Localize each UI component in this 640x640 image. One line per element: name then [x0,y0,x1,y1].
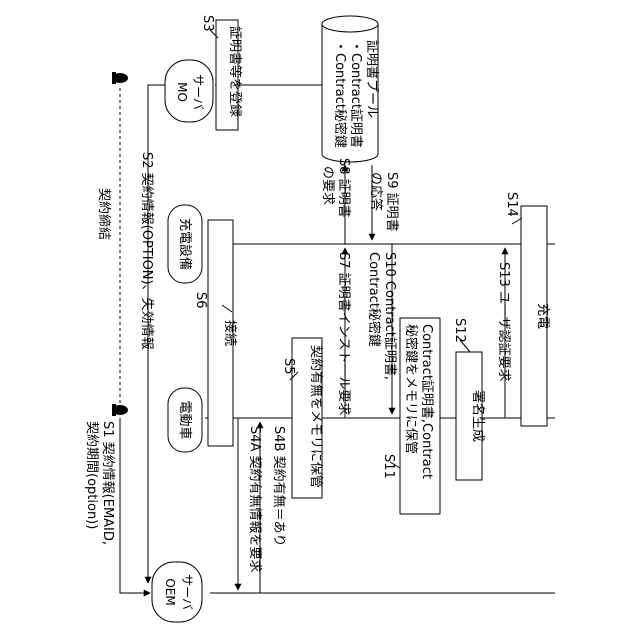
s12-text: 署名生成 [470,390,486,442]
s11-text-2: 秘密鍵をメモリに保管 [403,324,419,454]
s4b-label: S4B 契約有無＝あり [271,426,286,547]
s12-id: S12 [452,318,467,343]
cert-pool-title: 証明書プール [364,40,379,118]
user-icon-top [112,72,128,84]
s6-text: 接続 [222,320,238,346]
s4a-label: S4A 契約有無情報を要求 [247,426,262,573]
mo-server-label-2: サーバ [191,74,205,110]
oem-server-label-2: サーバ [180,574,194,610]
vehicle-label: 電動車 [177,400,192,439]
oem-server-label-1: OEM [163,578,177,605]
s8-label-2: の要求 [320,166,335,205]
s1-label-2: 契約期間(option)) [84,421,99,529]
s7-label: S7 証明書インストール要求 [336,252,351,415]
s1-arrow [120,418,150,593]
cert-pool-item-1: ・Contract証明書 [348,40,363,148]
s5-text: 契約有無をメモリに保管 [308,345,323,488]
s14-text: 充電 [535,303,551,329]
user-icon-bottom [112,404,128,416]
s9-label-1: S9 証明書 [384,172,399,232]
s10-label-1: S10 Contract証明書, [382,252,397,380]
charger-label: 充電設備 [177,218,193,270]
s11-id: S11 [381,454,396,479]
s6-id: S6 [193,292,208,309]
s3-id: S3 [200,15,215,32]
mo-server-label-1: MO [175,82,189,102]
s13-label: S13 ユーザ認証要求 [496,262,512,382]
s14-id: S14 [504,192,519,217]
s2-label: S2 契約情報(OPTION)、失効情報 [139,152,154,350]
s8-label-1: S8 証明書 [336,158,351,218]
s1-label-1: S1 契約情報(EMAID, [100,421,115,545]
s11-text-1: Contract証明書,Contract [419,324,434,479]
cert-pool-item-2: ・Contract秘密鍵 [332,40,348,148]
s9-label-2: の応答 [368,172,384,211]
contract-conclusion-label: 契約締結 [96,188,112,240]
s10-label-2: Contract秘密鍵 [366,252,382,347]
s5-id: S5 [281,358,296,375]
s3-text: 証明書等を登録 [227,26,243,117]
